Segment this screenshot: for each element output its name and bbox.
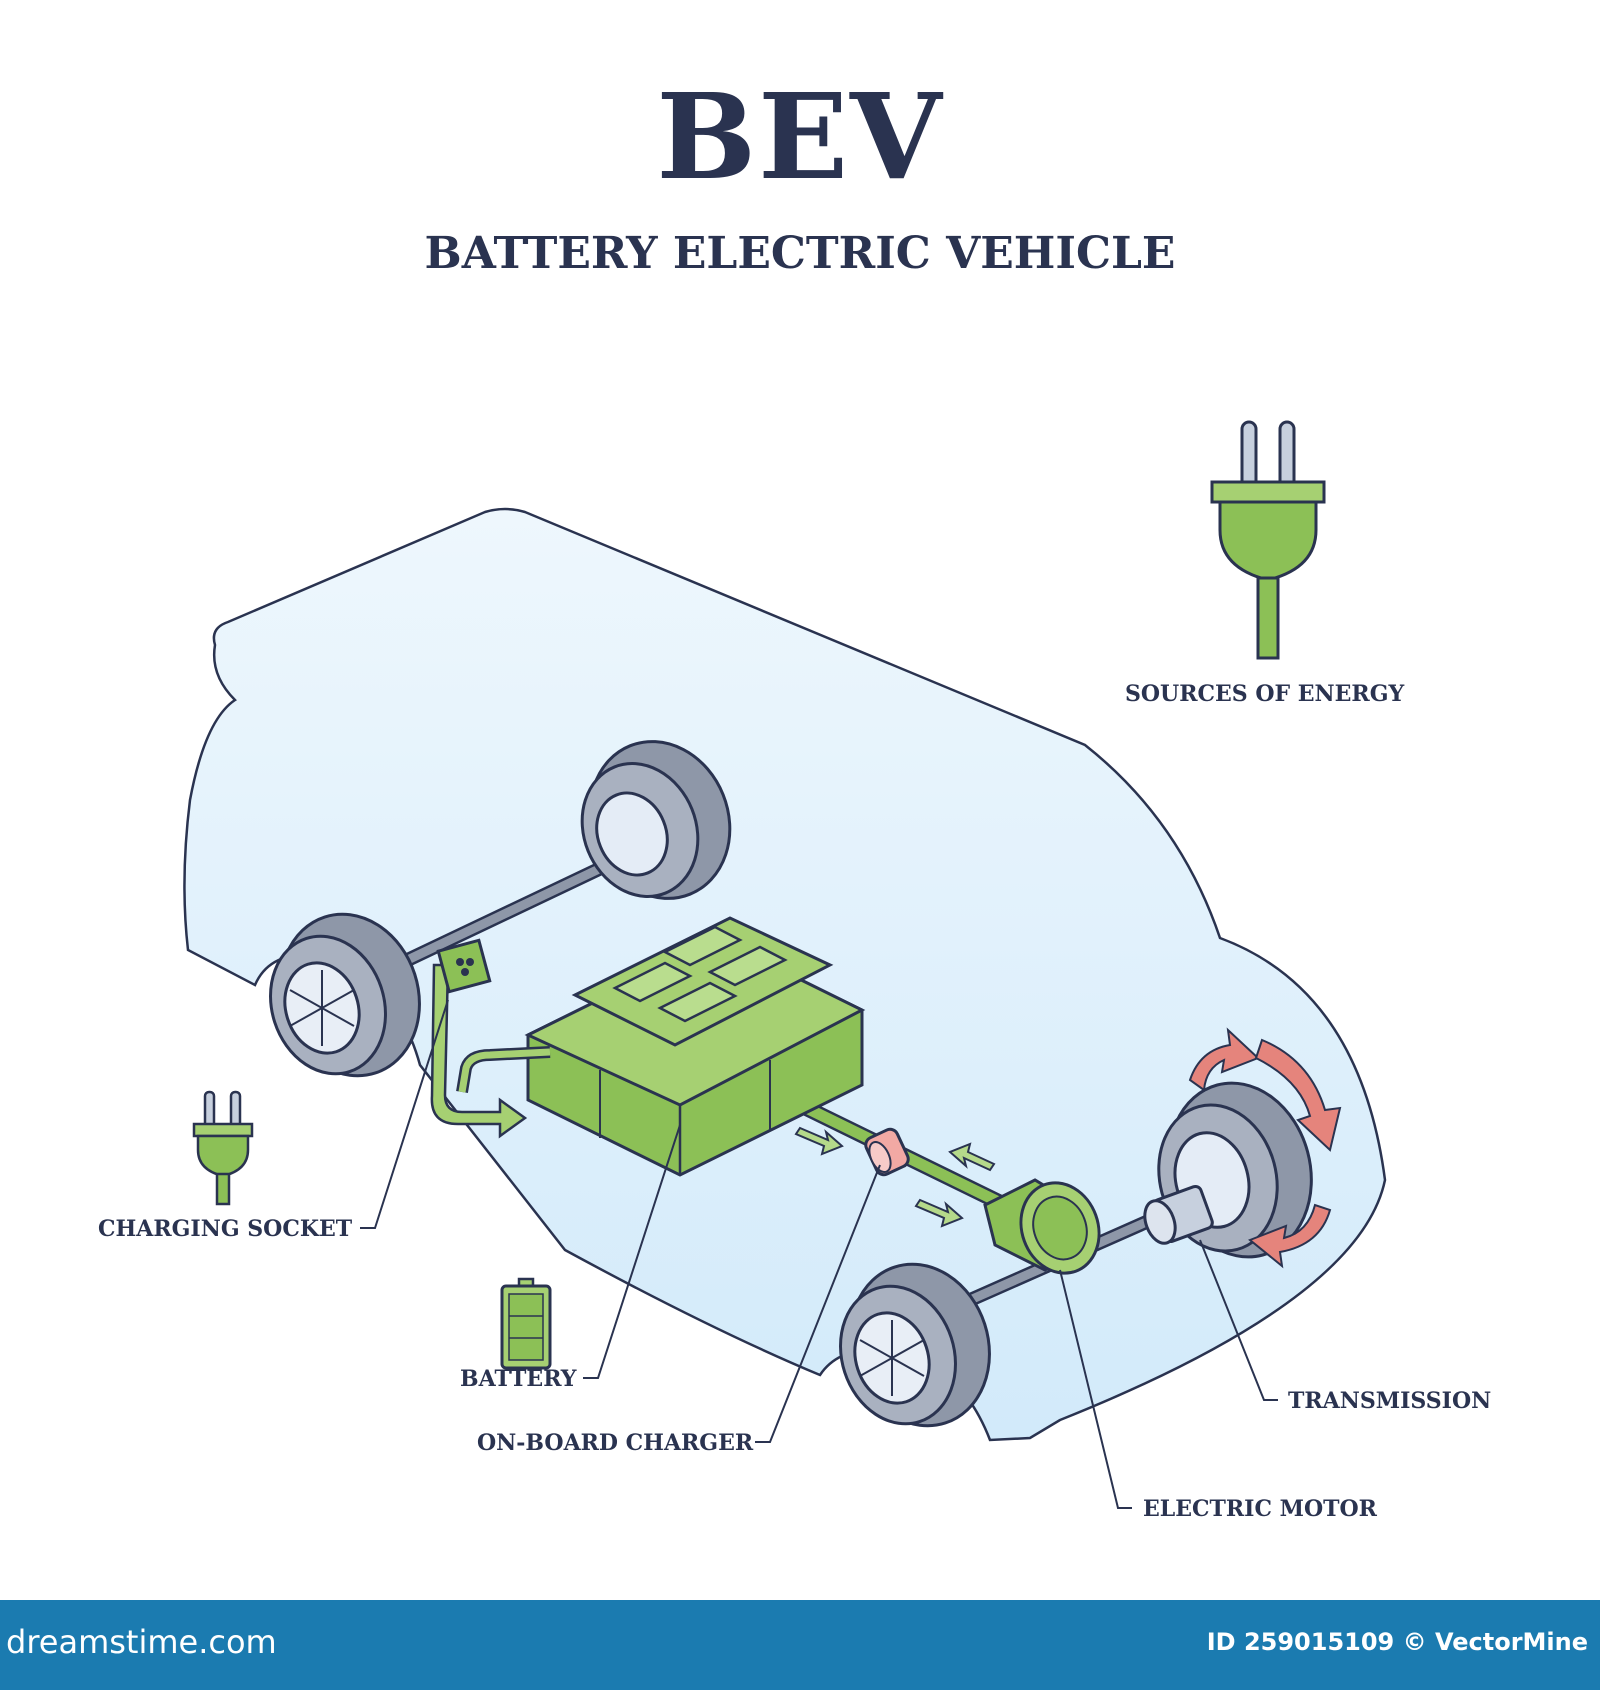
page-title: BEV: [656, 67, 944, 206]
electric-motor-unit: [983, 1178, 1101, 1275]
wheel-front-left: [839, 1262, 991, 1428]
footer-credit: ID 259015109 © VectorMine: [1206, 1628, 1588, 1656]
battery-pack: [524, 916, 866, 1177]
battery-icon: [500, 1277, 552, 1370]
charging-socket-box: [436, 938, 492, 994]
transmission-unit: [1143, 1184, 1214, 1245]
label-sources-of-energy: SOURCES OF ENERGY: [1125, 681, 1405, 707]
label-charging-socket: CHARGING SOCKET: [98, 1216, 353, 1242]
on-board-charger-unit: [864, 1127, 910, 1177]
plug-large-icon: [1210, 420, 1326, 660]
charging-cable: [430, 963, 528, 1139]
footer-bar: dreamstime.com ID 259015109 © VectorMine: [0, 1600, 1600, 1690]
label-electric-motor: ELECTRIC MOTOR: [1143, 1496, 1377, 1522]
label-transmission: TRANSMISSION: [1288, 1388, 1492, 1414]
page-subtitle: BATTERY ELECTRIC VEHICLE: [424, 228, 1176, 279]
plug-small-icon: [192, 1090, 254, 1206]
label-on-board-charger: ON-BOARD CHARGER: [477, 1430, 754, 1456]
wheel-rear-left: [269, 912, 421, 1078]
label-battery: BATTERY: [460, 1366, 577, 1392]
wheel-rear-right: [580, 740, 732, 900]
footer-site[interactable]: dreamstime.com: [6, 1623, 277, 1661]
leader-lines: [360, 999, 1278, 1509]
rotation-arrows: [1188, 1027, 1342, 1269]
